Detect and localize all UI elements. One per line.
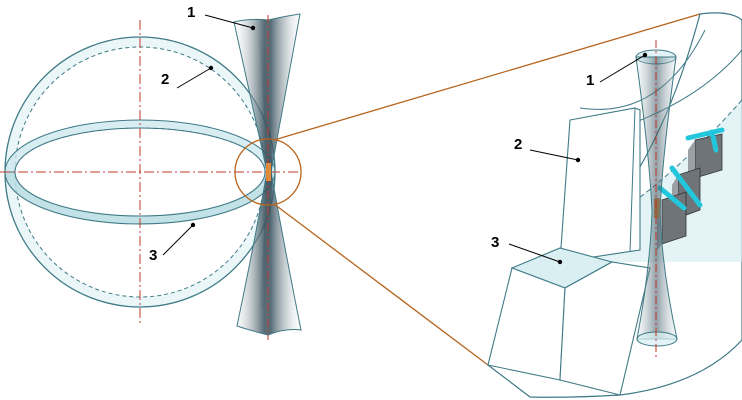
lower-block: [487, 247, 651, 396]
upper-block: [559, 107, 641, 263]
focus-sample-marker: [266, 163, 271, 181]
svg-text:1: 1: [586, 72, 594, 89]
svg-text:2: 2: [514, 136, 522, 153]
left-label-2: 2: [161, 65, 214, 89]
svg-text:1: 1: [187, 4, 195, 21]
zoom-circle: [234, 138, 302, 206]
left-beam: [233, 13, 302, 340]
right-label-1: 1: [586, 52, 648, 89]
right-label-2: 2: [514, 136, 581, 163]
svg-text:3: 3: [149, 247, 157, 264]
svg-text:2: 2: [161, 71, 169, 88]
zoom-line-top: [273, 13, 701, 141]
left-assembly: [0, 13, 302, 340]
zoom-line-bottom: [273, 203, 489, 366]
right-label-3: 3: [491, 234, 563, 265]
right-assembly: [487, 12, 742, 398]
left-label-1: 1: [187, 4, 256, 31]
left-label-3: 3: [149, 222, 196, 264]
svg-text:3: 3: [491, 234, 499, 251]
